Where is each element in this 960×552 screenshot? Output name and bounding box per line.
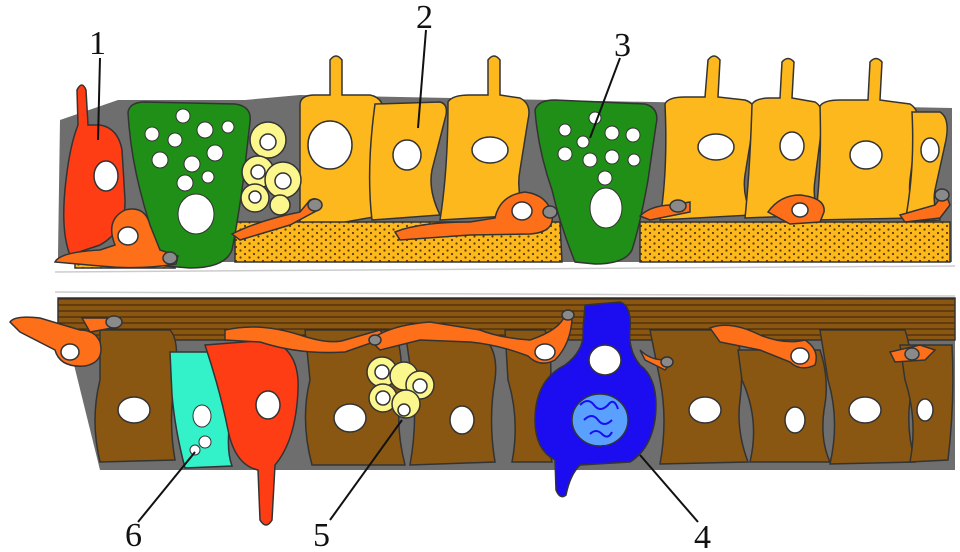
label-3: 3 bbox=[614, 27, 631, 64]
label-1: 1 bbox=[89, 25, 106, 62]
red-lower-nucleus bbox=[256, 391, 280, 419]
upper-epithelial-layer bbox=[55, 56, 952, 268]
basement-membrane bbox=[55, 266, 955, 296]
label-2: 2 bbox=[416, 0, 433, 36]
lower-epithelial-layer bbox=[10, 298, 955, 525]
label-4: 4 bbox=[694, 519, 711, 552]
yellow-cell bbox=[815, 59, 918, 221]
dotted-basal-band bbox=[640, 222, 950, 262]
red-nucleus bbox=[94, 161, 118, 191]
label-5: 5 bbox=[313, 517, 330, 552]
label-6: 6 bbox=[125, 517, 142, 552]
